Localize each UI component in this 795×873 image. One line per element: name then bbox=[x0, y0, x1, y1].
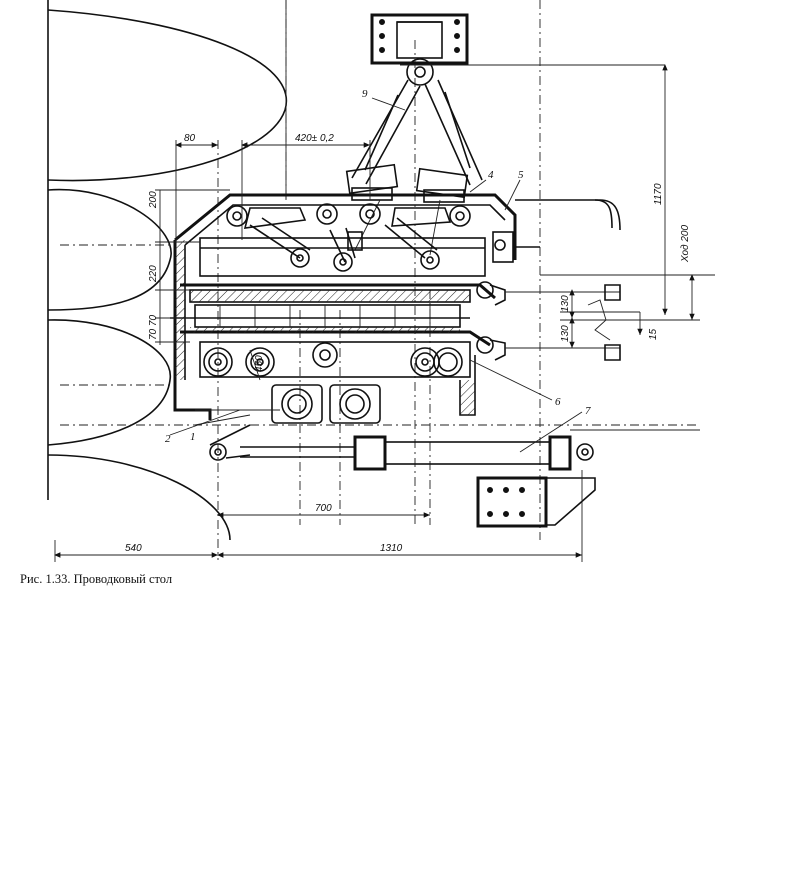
label-7: 7 bbox=[585, 405, 591, 417]
hydraulic-cylinder bbox=[209, 424, 700, 471]
dim-80: 80 bbox=[184, 133, 196, 144]
table-housing bbox=[173, 193, 621, 380]
dim-stroke: Ход 200 bbox=[680, 225, 691, 263]
dim-450: 450 bbox=[254, 355, 265, 372]
top-bracket bbox=[370, 13, 665, 86]
figure-caption: Рис. 1.33. Проводковый стол bbox=[20, 572, 173, 586]
dimension-lines bbox=[54, 64, 715, 562]
label-1: 1 bbox=[190, 431, 196, 443]
label-6: 6 bbox=[555, 396, 561, 408]
suspension-arms bbox=[345, 79, 483, 256]
dim-70-70: 70 70 bbox=[148, 315, 159, 340]
label-2: 2 bbox=[165, 433, 171, 445]
label-9: 9 bbox=[362, 88, 368, 100]
dim-700: 700 bbox=[315, 503, 332, 514]
bottom-bracket bbox=[476, 476, 596, 528]
lower-frame bbox=[173, 341, 476, 424]
dim-130-a: 130 bbox=[560, 295, 571, 312]
dim-1310: 1310 bbox=[380, 543, 403, 554]
rolls bbox=[47, 0, 288, 541]
label-4: 4 bbox=[488, 169, 494, 181]
dimension-texts: 80 420± 0,2 200 220 70 70 450 700 540 13… bbox=[125, 133, 691, 554]
dim-420: 420± 0,2 bbox=[295, 133, 334, 144]
dim-1170: 1170 bbox=[653, 183, 664, 205]
label-5: 5 bbox=[518, 169, 524, 181]
item-labels: 1 2 4 5 6 7 9 bbox=[165, 88, 591, 445]
dim-200-top: 200 bbox=[148, 191, 159, 209]
dim-15: 15 bbox=[648, 328, 659, 340]
centre-lines bbox=[60, 0, 700, 560]
right-fasteners bbox=[560, 284, 700, 361]
dim-540: 540 bbox=[125, 543, 142, 554]
guide-table bbox=[170, 281, 620, 361]
dim-220: 220 bbox=[148, 265, 159, 283]
technical-drawing: 80 420± 0,2 200 220 70 70 450 700 540 13… bbox=[47, 0, 715, 562]
dim-130-b: 130 bbox=[560, 325, 571, 342]
